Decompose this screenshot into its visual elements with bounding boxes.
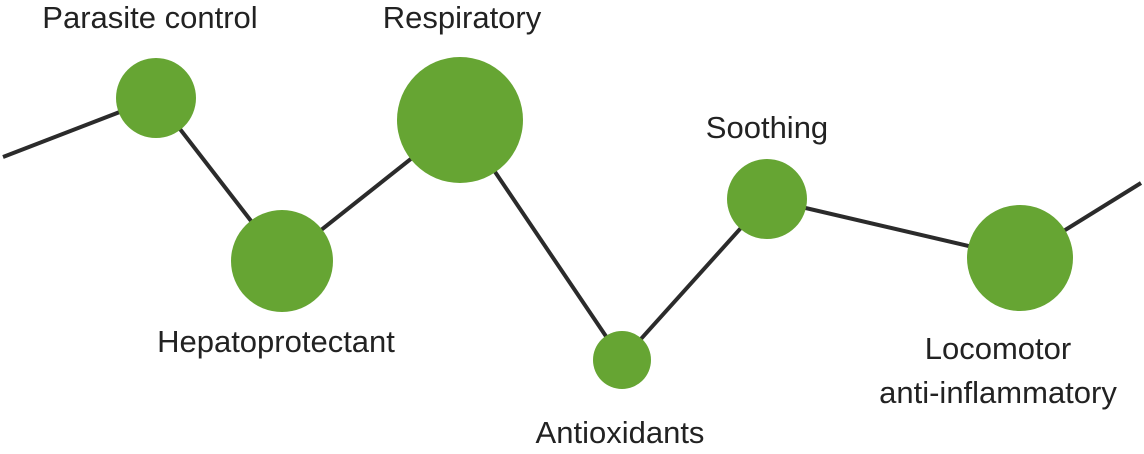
node-respiratory xyxy=(397,57,523,183)
label-line: Locomotor xyxy=(925,331,1071,366)
benefit-nodes xyxy=(116,57,1073,389)
label-hepato: Hepatoprotectant xyxy=(157,324,395,359)
node-soothing xyxy=(727,159,807,239)
label-soothing: Soothing xyxy=(706,110,828,145)
node-hepato xyxy=(231,210,333,312)
node-antioxidants xyxy=(593,331,651,389)
node-parasite xyxy=(116,58,196,138)
node-locomotor xyxy=(967,205,1073,311)
label-locomotor: Locomotor anti-inflammatory xyxy=(879,331,1117,410)
label-respiratory: Respiratory xyxy=(383,0,542,35)
label-antioxidants: Antioxidants xyxy=(536,415,705,450)
label-parasite: Parasite control xyxy=(42,0,257,35)
label-line: Hepatoprotectant xyxy=(157,324,395,359)
label-line: Respiratory xyxy=(383,0,542,35)
label-line: anti-inflammatory xyxy=(879,375,1117,410)
connector-lines xyxy=(2,96,1143,362)
label-line: Soothing xyxy=(706,110,828,145)
label-line: Parasite control xyxy=(42,0,257,35)
label-line: Antioxidants xyxy=(536,415,705,450)
